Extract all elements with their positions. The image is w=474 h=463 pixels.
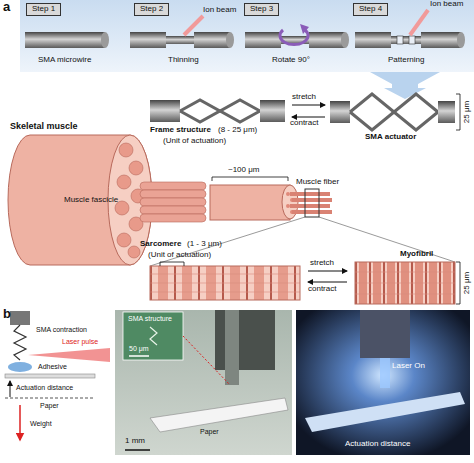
part-label: Weight: [30, 420, 52, 428]
process-label: Thinning: [168, 56, 199, 65]
panel-letter: a: [3, 0, 10, 14]
status-label: Laser On: [392, 362, 425, 371]
step-label: Step 3: [250, 4, 273, 13]
signal-label: Laser pulse: [62, 338, 98, 346]
process-label: Rotate 90°: [272, 56, 310, 65]
panel-letter: b: [3, 307, 11, 321]
part-label: SMA microwire: [38, 56, 91, 65]
process-label: SMA contraction: [36, 326, 87, 334]
step-box: Step 4: [353, 3, 388, 16]
part-label: Paper: [200, 428, 219, 436]
process-label: Patterning: [388, 56, 424, 65]
process-label: Ion beam: [430, 0, 463, 9]
process-label: Ion beam: [203, 6, 236, 15]
part-label: Skeletal muscle: [10, 122, 78, 132]
dimension: ~100 μm: [228, 166, 260, 175]
part-label: SMA actuator: [365, 133, 416, 142]
motion-label: contract: [290, 119, 318, 128]
dimension: (1 - 3 μm): [187, 240, 222, 249]
step-label: Step 1: [32, 4, 55, 13]
step-label: Step 2: [140, 4, 163, 13]
step-label: Step 4: [359, 4, 382, 13]
motion-label: stretch: [310, 259, 334, 268]
scale-bar-label: 50 μm: [129, 345, 149, 353]
part-label: Paper: [40, 402, 59, 410]
part-label: Sarcomere: [140, 240, 181, 249]
part-label: Muscle fascicle: [64, 196, 118, 205]
dimension: Actuation distance: [345, 440, 410, 449]
part-label: Muscle fiber: [296, 178, 339, 187]
step-box: Step 1: [26, 3, 61, 16]
dimension: 25 μm: [463, 101, 472, 123]
dimension: 25 μm: [463, 272, 472, 294]
dimension: Actuation distance: [16, 384, 73, 392]
dimension: (8 - 25 μm): [218, 126, 257, 135]
motion-label: stretch: [292, 93, 316, 102]
step-box: Step 3: [244, 3, 279, 16]
part-label: Adhesive: [38, 363, 67, 371]
note: (Unit of actuation): [163, 137, 226, 146]
step-box: Step 2: [134, 3, 169, 16]
note: (Unit of actuation): [148, 251, 211, 260]
part-label: Myofibril: [400, 250, 433, 259]
scale-bar-label: 1 mm: [125, 437, 145, 446]
motion-label: contract: [308, 285, 336, 294]
part-label: Frame structure: [150, 126, 211, 135]
part-label: SMA structure: [128, 315, 172, 323]
